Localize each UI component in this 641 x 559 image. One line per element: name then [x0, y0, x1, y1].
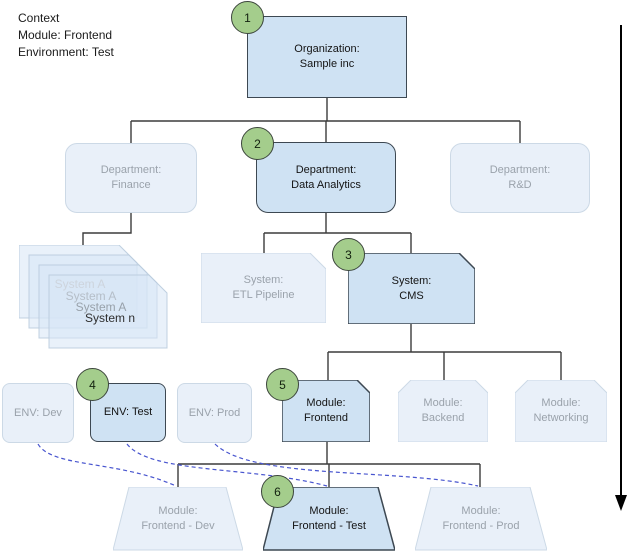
- context-heading: Context: [18, 11, 60, 25]
- system-etl-shape: [201, 253, 326, 323]
- org-to-departments-connector: [130, 98, 521, 143]
- node-env-prod-label: ENV: Prod: [188, 406, 241, 419]
- node-system-stack: System A System A System A System n: [19, 245, 169, 350]
- step-badge-2-number: 2: [254, 136, 261, 151]
- deployment-frontend-dev-shape: [113, 487, 243, 551]
- node-department-rnd: Department: R&D: [450, 143, 590, 213]
- step-badge-5: 5: [266, 368, 299, 401]
- node-env-dev: ENV: Dev: [2, 383, 74, 443]
- node-deployment-frontend-dev: Module: Frontend - Dev: [113, 487, 243, 551]
- node-env-prod: ENV: Prod: [177, 383, 252, 443]
- system-stack-shapes: [19, 245, 168, 349]
- node-deployment-frontend-prod-label: Module: Frontend - Prod: [442, 505, 520, 532]
- step-badge-5-number: 5: [279, 377, 286, 392]
- node-organization-label: Organization: Sample inc: [294, 43, 360, 70]
- analytics-to-systems-connector: [263, 213, 412, 253]
- node-deployment-frontend-prod: Module: Frontend - Prod: [415, 487, 547, 551]
- timeline-arrow-head-icon: [615, 495, 627, 511]
- env-dev-dashed-link: [37, 443, 177, 487]
- node-deployment-frontend-dev-label: Module: Frontend - Dev: [141, 505, 215, 532]
- step-badge-1-number: 1: [244, 10, 251, 25]
- step-badge-3: 3: [332, 238, 365, 271]
- module-backend-shape: [398, 380, 488, 442]
- system-cms-shape: [348, 253, 475, 324]
- node-system-etl: System: ETL Pipeline: [201, 253, 326, 323]
- node-department-data-analytics: Department: Data Analytics: [256, 142, 396, 213]
- timeline-arrow: [615, 25, 627, 511]
- step-badge-6: 6: [261, 475, 294, 508]
- node-department-finance-label: Department: Finance: [100, 164, 162, 191]
- node-module-frontend: Module: Frontend: [282, 380, 370, 442]
- node-organization: Organization: Sample inc: [247, 16, 407, 98]
- module-networking-shape: [515, 380, 607, 442]
- cms-to-modules-connector: [327, 324, 562, 380]
- node-department-finance: Department: Finance: [65, 143, 197, 213]
- env-test-dashed-link: [126, 443, 328, 487]
- node-deployment-frontend-test-label: Module: Frontend - Test: [292, 505, 366, 532]
- module-frontend-shape: [282, 380, 370, 442]
- step-badge-4: 4: [76, 368, 109, 401]
- node-system-cms: System: CMS: [348, 253, 475, 324]
- finance-to-systems-connector: [82, 213, 132, 245]
- node-module-networking-label: Module: Networking: [533, 397, 589, 424]
- node-module-backend-label: Module: Backend: [421, 397, 465, 424]
- deployment-frontend-test-shape: [263, 487, 395, 551]
- frontend-to-deployments-connector: [177, 442, 481, 487]
- node-system-etl-label: System: ETL Pipeline: [232, 274, 295, 301]
- node-department-rnd-label: Department: R&D: [489, 164, 551, 191]
- context-note: Context Module: Frontend Environment: Te…: [18, 10, 114, 61]
- node-env-test-label: ENV: Test: [103, 406, 153, 419]
- node-env-dev-label: ENV: Dev: [14, 406, 62, 419]
- node-module-networking: Module: Networking: [515, 380, 607, 442]
- step-badge-3-number: 3: [345, 247, 352, 262]
- env-prod-dashed-link: [214, 443, 479, 487]
- context-environment-line: Environment: Test: [18, 45, 114, 59]
- context-module-line: Module: Frontend: [18, 28, 113, 42]
- step-badge-2: 2: [241, 127, 274, 160]
- step-badge-4-number: 4: [89, 377, 96, 392]
- node-module-backend: Module: Backend: [398, 380, 488, 442]
- system-stack-label-3: System A: [75, 300, 127, 314]
- node-module-frontend-label: Module: Frontend: [303, 397, 349, 424]
- step-badge-1: 1: [231, 1, 264, 34]
- system-stack-label-1: System A: [54, 277, 106, 291]
- step-badge-6-number: 6: [274, 484, 281, 499]
- node-system-cms-label: System: CMS: [391, 274, 432, 302]
- node-deployment-frontend-test: Module: Frontend - Test: [263, 487, 395, 551]
- system-stack-label-2: System A: [65, 289, 117, 303]
- system-stack-label-n: System n: [84, 311, 136, 325]
- deployment-frontend-prod-shape: [415, 487, 547, 551]
- node-department-data-analytics-label: Department: Data Analytics: [291, 163, 361, 191]
